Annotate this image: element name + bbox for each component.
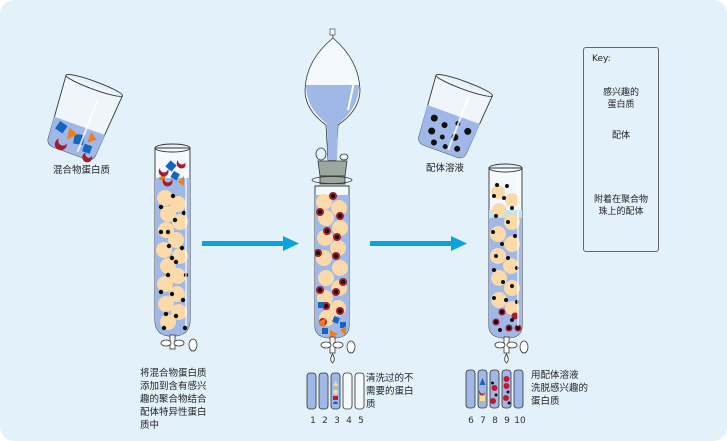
column-3 — [488, 163, 529, 364]
key-label-ligand: 配体 — [611, 131, 630, 141]
polymer-beads — [156, 190, 188, 330]
step2-caption: 清洗过的不 需要的蛋白 质 — [366, 373, 414, 410]
tube-number: 5 — [358, 416, 364, 426]
legend-key: Key: 感兴趣的 蛋白质 配体 附着在聚合物 珠上的配体 — [583, 47, 659, 252]
arrow-2 — [370, 236, 467, 251]
mixed-proteins — [158, 160, 187, 187]
tube-number: 3 — [334, 416, 340, 426]
key-label-protein-of-interest: 感兴趣的 蛋白质 — [602, 88, 639, 110]
tube-numbers-1-5: 1 2 3 4 5 — [307, 416, 367, 426]
tube-number: 7 — [480, 416, 486, 426]
ligand-beaker — [418, 74, 493, 159]
tube-numbers-6-10: 6 7 8 9 10 — [465, 416, 527, 426]
tube-number: 10 — [514, 416, 526, 426]
tube-number: 2 — [322, 416, 328, 426]
collection-tubes-1-5 — [306, 372, 365, 410]
stopcock-1 — [160, 334, 198, 352]
tube-3-contents — [333, 381, 338, 404]
tube-9-contents — [503, 376, 511, 405]
tube-number: 1 — [310, 416, 316, 426]
tube-number: 9 — [504, 416, 510, 426]
mixture-beaker-label: 混合物蛋白质 — [53, 165, 111, 176]
arrow-1 — [202, 236, 299, 251]
column-1 — [154, 143, 198, 352]
key-title: Key: — [592, 54, 611, 64]
tube-number: 8 — [492, 416, 498, 426]
unwanted-proteins — [318, 302, 346, 338]
ligand-beaker-label: 配体溶液 — [426, 163, 465, 174]
column-2 — [311, 176, 356, 364]
step1-caption: 将混合物蛋白质 添加到含有感兴 趣的聚合物结合 配体特异性蛋白 质中 — [140, 368, 207, 431]
step3-caption: 用配体溶液 洗脱感兴趣的 蛋白质 — [531, 370, 589, 407]
mixture-beaker — [47, 74, 123, 163]
tube-number: 6 — [468, 416, 474, 426]
separatory-funnel — [304, 28, 361, 185]
tube-number: 4 — [346, 416, 352, 426]
tube-8-contents — [490, 381, 498, 404]
key-label-bead-ligand: 附着在聚合物 珠上的配体 — [593, 195, 648, 217]
ligands — [158, 193, 189, 331]
tube-7-contents — [479, 378, 486, 401]
